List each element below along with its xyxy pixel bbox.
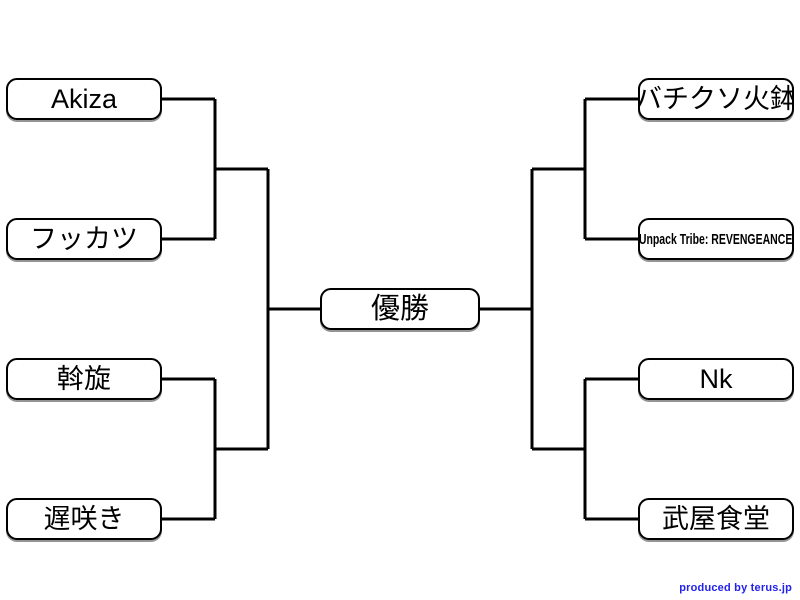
bracket-entry-label: Unpack Tribe: REVENGEANCE xyxy=(639,230,793,248)
producer-credit[interactable]: produced by terus.jp xyxy=(679,582,792,594)
bracket-entry-left-1[interactable]: Akiza xyxy=(6,78,162,120)
bracket-entry-left-3[interactable]: 斡旋 xyxy=(6,358,162,400)
bracket-entry-left-4[interactable]: 遅咲き xyxy=(6,498,162,540)
bracket-entry-label: フッカツ xyxy=(30,223,138,254)
bracket-entry-right-1[interactable]: バチクソ火鉢 xyxy=(638,78,794,120)
bracket-entry-right-2[interactable]: Unpack Tribe: REVENGEANCE xyxy=(638,218,794,260)
bracket-entry-label: Nk xyxy=(699,363,733,394)
bracket-champion-box[interactable]: 優勝 xyxy=(320,288,480,330)
bracket-entry-label: 武屋食堂 xyxy=(662,503,770,534)
bracket-entry-label: バチクソ火鉢 xyxy=(638,83,794,114)
bracket-entry-label: Akiza xyxy=(50,83,118,114)
bracket-entry-left-2[interactable]: フッカツ xyxy=(6,218,162,260)
bracket-entry-right-3[interactable]: Nk xyxy=(638,358,794,400)
bracket-entry-label: 遅咲き xyxy=(43,503,125,534)
bracket-entry-right-4[interactable]: 武屋食堂 xyxy=(638,498,794,540)
bracket-champion-label: 優勝 xyxy=(370,292,429,325)
bracket-entry-label: 斡旋 xyxy=(57,363,111,394)
